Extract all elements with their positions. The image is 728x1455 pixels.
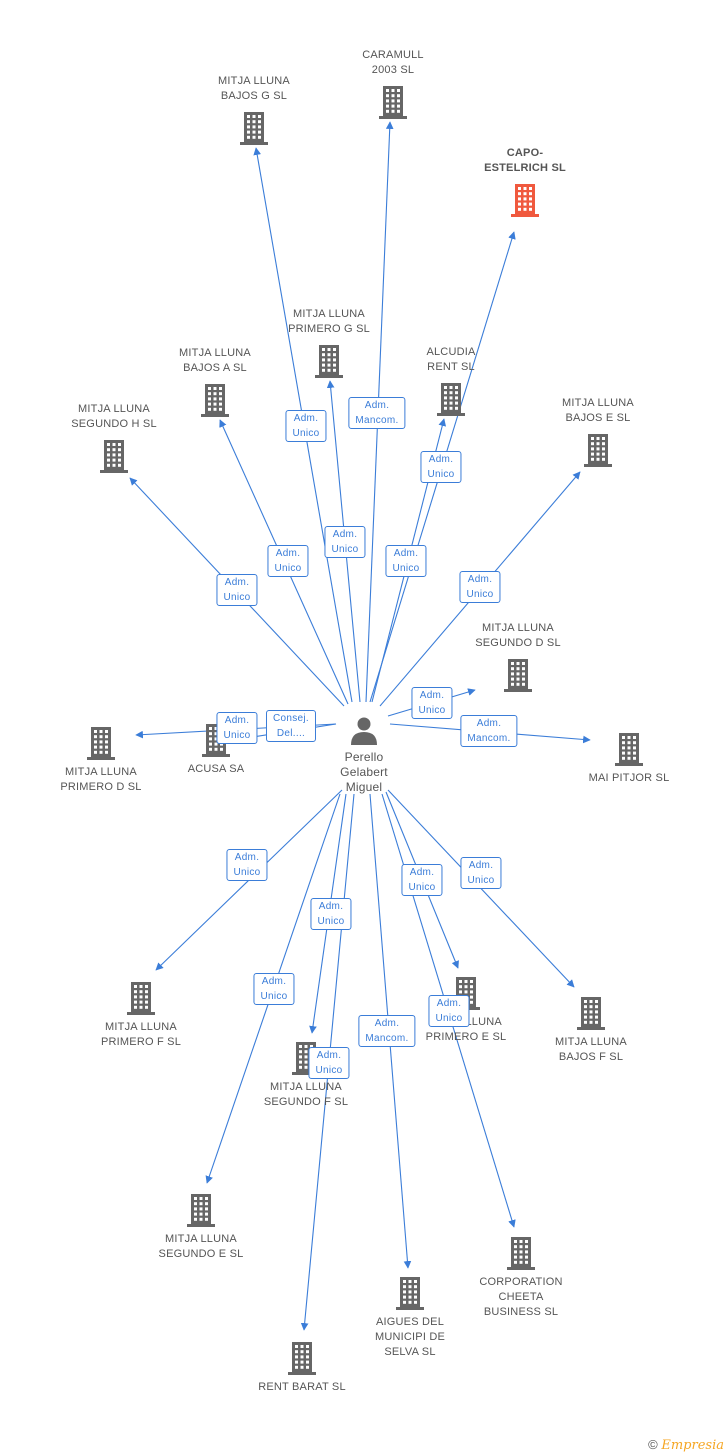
role-badge-primero-f[interactable]: Adm. Unico bbox=[226, 849, 268, 881]
role-badge-rent-barat[interactable]: Adm. Unico bbox=[308, 1047, 350, 1079]
building-icon bbox=[504, 659, 532, 692]
company-label[interactable]: MITJA LLUNA SEGUNDO D SL bbox=[475, 622, 561, 649]
building-icon bbox=[100, 440, 128, 473]
person-icon bbox=[351, 717, 377, 745]
role-badge-bajos-g[interactable]: Adm. Unico bbox=[285, 410, 327, 442]
building-icon bbox=[437, 383, 465, 416]
company-label[interactable]: MITJA LLUNA BAJOS F SL bbox=[555, 1036, 627, 1063]
building-icon bbox=[396, 1277, 424, 1310]
company-label[interactable]: MITJA LLUNA SEGUNDO H SL bbox=[71, 403, 157, 430]
company-label[interactable]: MITJA LLUNA SEGUNDO F SL bbox=[263, 1081, 349, 1108]
company-label[interactable]: MITJA LLUNA SEGUNDO E SL bbox=[158, 1233, 244, 1260]
footer-brand: © Empresia bbox=[648, 1437, 724, 1453]
role-badge-alcudia[interactable]: Adm. Unico bbox=[385, 545, 427, 577]
role-badge-bajos-f[interactable]: Adm. Unico bbox=[460, 857, 502, 889]
role-badge-primero-d[interactable]: Adm. Unico bbox=[216, 712, 258, 744]
building-icon bbox=[87, 727, 115, 760]
company-label[interactable]: CORPORATION CHEETA BUSINESS SL bbox=[479, 1276, 563, 1318]
company-label[interactable]: MITJA LLUNA BAJOS A SL bbox=[179, 347, 251, 374]
company-label[interactable]: MITJA LLUNA PRIMERO F SL bbox=[100, 1021, 182, 1048]
company-label[interactable]: ACUSA SA bbox=[187, 763, 245, 775]
building-icon bbox=[511, 184, 539, 217]
role-badge-corporation[interactable]: Adm. Unico bbox=[428, 995, 470, 1027]
company-label[interactable]: MITJA LLUNA BAJOS G SL bbox=[218, 75, 290, 102]
company-label[interactable]: ALCUDIA RENT SL bbox=[426, 346, 476, 373]
building-icon bbox=[507, 1237, 535, 1270]
company-label[interactable]: MITJA LLUNA PRIMERO G SL bbox=[288, 308, 370, 335]
building-icon bbox=[240, 112, 268, 145]
role-badge-segundo-h[interactable]: Adm. Unico bbox=[216, 574, 258, 606]
role-badge-caramull[interactable]: Adm. Mancom. bbox=[348, 397, 406, 429]
copyright-symbol: © bbox=[648, 1437, 658, 1452]
company-label[interactable]: MITJA LLUNA PRIMERO D SL bbox=[60, 766, 142, 793]
company-label[interactable]: CARAMULL 2003 SL bbox=[362, 49, 424, 76]
role-badge-acusa[interactable]: Consej. Del.... bbox=[265, 710, 317, 742]
role-badge-primero-e[interactable]: Adm. Unico bbox=[401, 864, 443, 896]
building-icon bbox=[577, 997, 605, 1030]
company-label[interactable]: RENT BARAT SL bbox=[258, 1381, 346, 1393]
building-icon bbox=[584, 434, 612, 467]
center-person-name: Perello Gelabert Miguel bbox=[340, 750, 388, 794]
building-icon bbox=[288, 1342, 316, 1375]
building-icon bbox=[201, 384, 229, 417]
company-label[interactable]: AIGUES DEL MUNICIPI DE SELVA SL bbox=[374, 1316, 446, 1358]
role-badge-bajos-a[interactable]: Adm. Unico bbox=[267, 545, 309, 577]
building-icon bbox=[187, 1194, 215, 1227]
role-badge-bajos-e[interactable]: Adm. Unico bbox=[459, 571, 501, 603]
role-badge-primero-g[interactable]: Adm. Unico bbox=[324, 526, 366, 558]
company-label[interactable]: MAI PITJOR SL bbox=[588, 772, 670, 784]
building-icon bbox=[127, 982, 155, 1015]
role-badge-capo[interactable]: Adm. Unico bbox=[420, 451, 462, 483]
building-icon bbox=[379, 86, 407, 119]
role-badge-segundo-f[interactable]: Adm. Unico bbox=[310, 898, 352, 930]
company-label[interactable]: CAPO- ESTELRICH SL bbox=[484, 147, 566, 174]
building-icon bbox=[615, 733, 643, 766]
role-badge-segundo-e[interactable]: Adm. Unico bbox=[253, 973, 295, 1005]
company-label[interactable]: MITJA LLUNA BAJOS E SL bbox=[562, 397, 634, 424]
building-icon bbox=[315, 345, 343, 378]
role-badge-segundo-d[interactable]: Adm. Unico bbox=[411, 687, 453, 719]
role-badge-aigues[interactable]: Adm. Mancom. bbox=[358, 1015, 416, 1047]
role-badge-mai-pitjor[interactable]: Adm. Mancom. bbox=[460, 715, 518, 747]
brand-logo[interactable]: Empresia bbox=[661, 1438, 724, 1453]
